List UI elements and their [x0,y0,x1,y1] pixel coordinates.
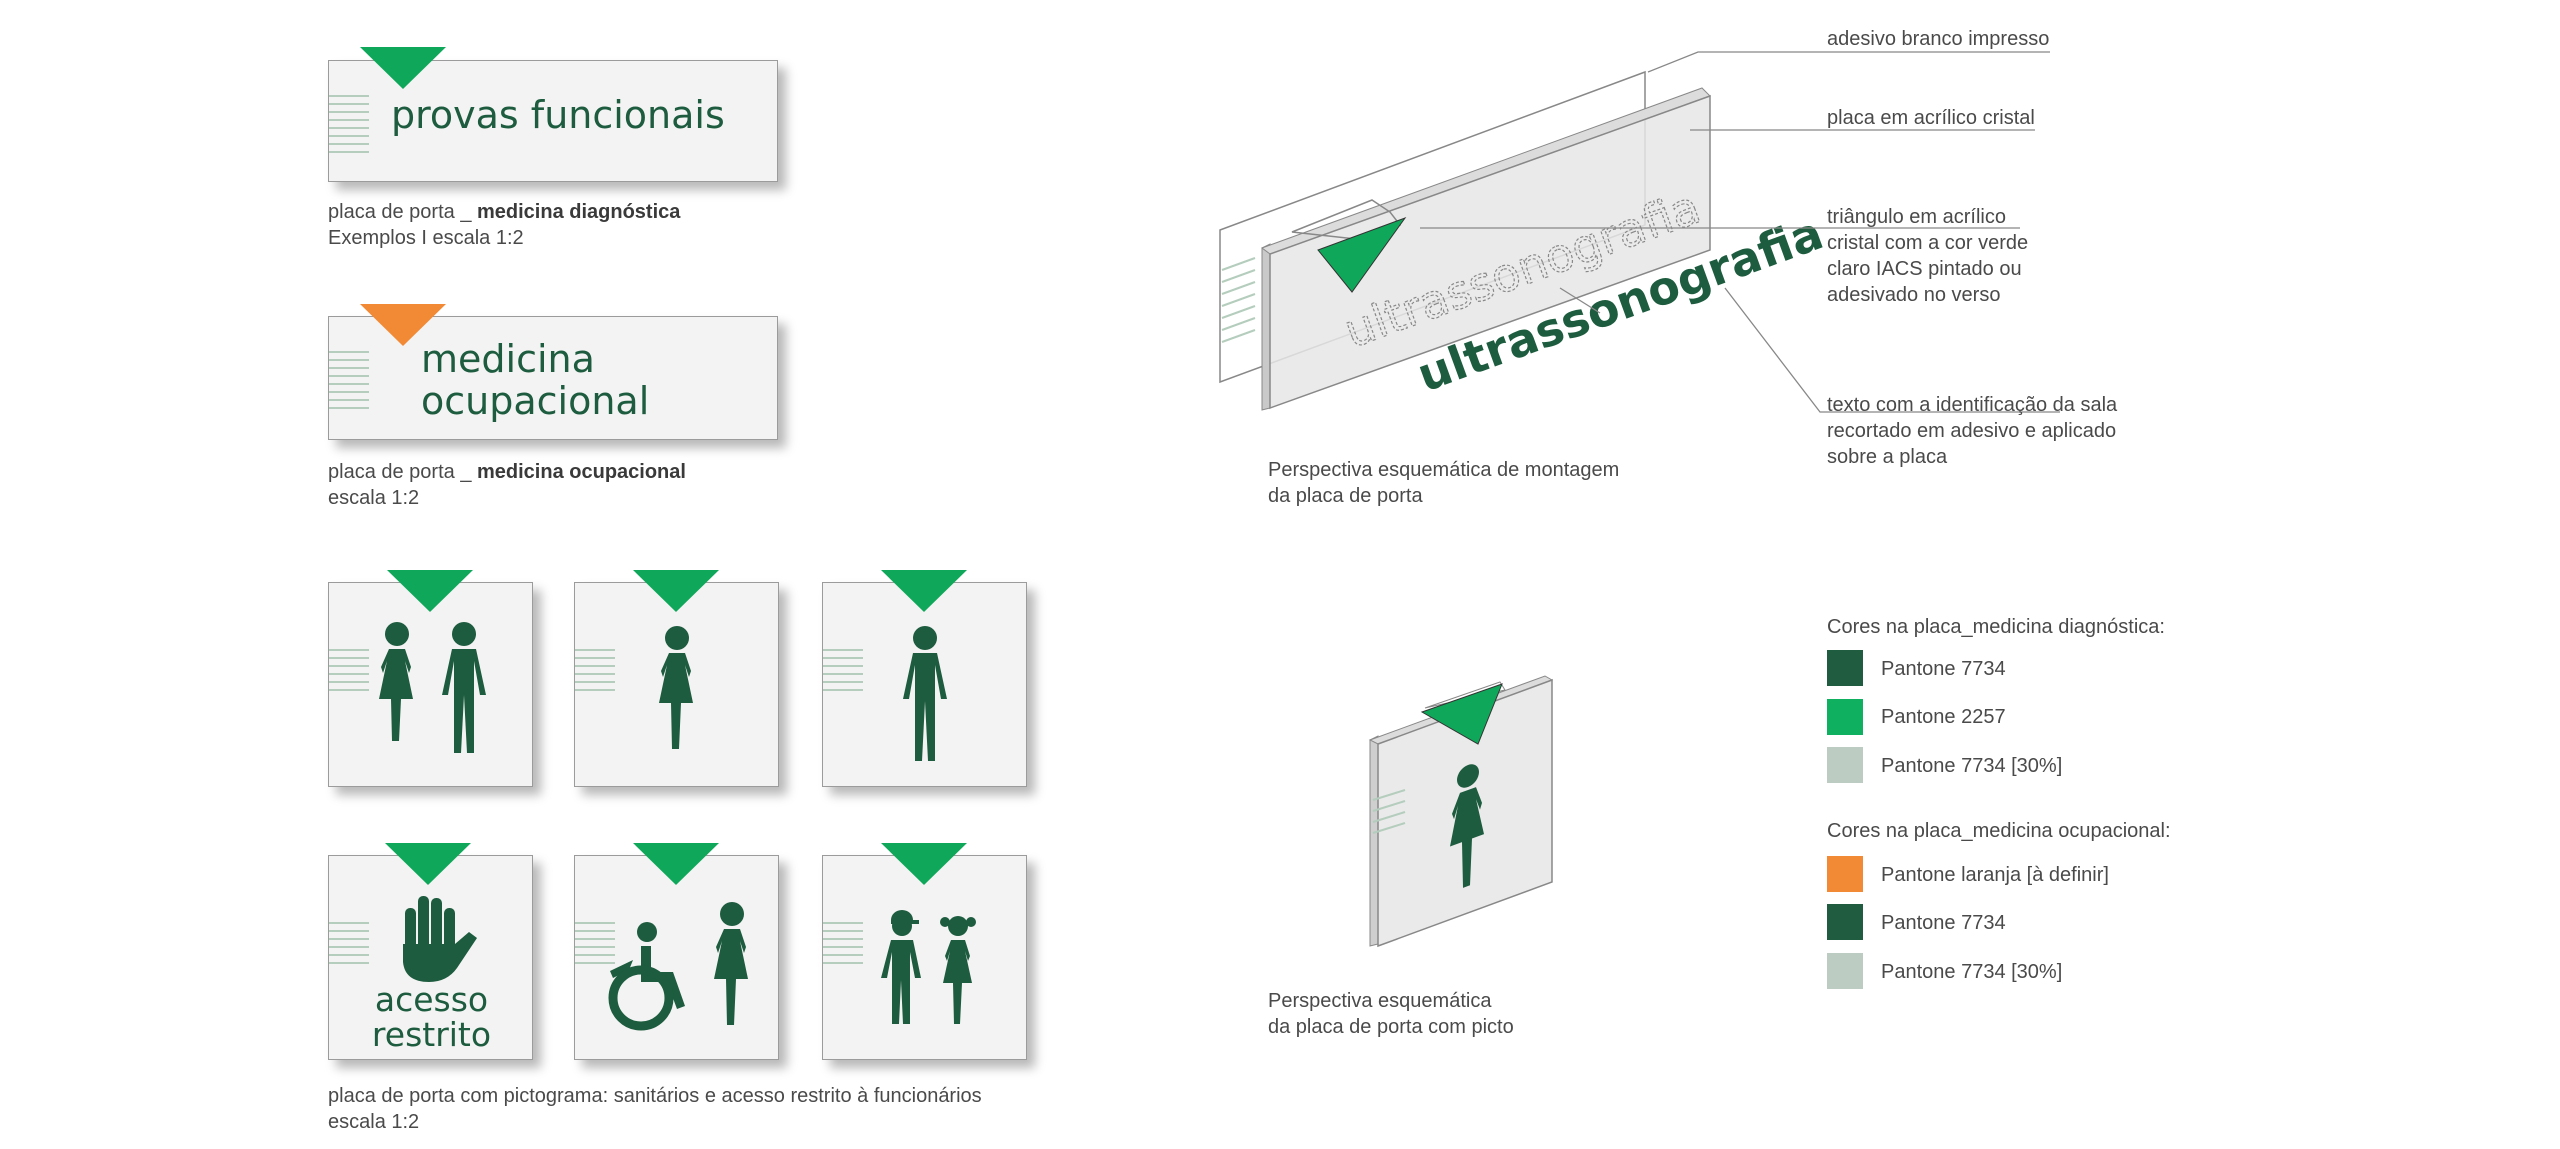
caption-medicina-diagnostica: placa de porta _ medicina diagnóstica Ex… [328,201,681,249]
plate-title-line1: acesso [374,980,489,1019]
swatch-label: Pantone laranja [à definir] [1881,864,2109,886]
swatch-ocup-1 [1827,856,1863,892]
plate-restroom-unisex [328,582,533,787]
plate-restroom-women [574,582,779,787]
green-triangle [360,47,446,89]
legend-title-ocupacional: Cores na placa_medicina ocupacional: [1827,820,2171,842]
tick-marks [329,351,369,415]
woman-icon [659,626,693,749]
woman-man-icon [379,622,486,753]
tick-marks [823,922,863,970]
caption-perspectiva-picto: Perspectiva esquemática da placa de port… [1268,990,1514,1038]
tick-marks [575,922,615,970]
caption-perspectiva-montagem: Perspectiva esquemática de montagem da p… [1268,459,1620,507]
plate-tick-marks [1221,257,1256,343]
man-icon [903,626,947,761]
small-plate-tick-marks [1372,789,1406,834]
caption-pictogramas: placa de porta com pictograma: sanitário… [328,1085,982,1133]
plate-accessible-restroom [574,855,779,1060]
tick-marks [575,649,615,697]
plate-acesso-restrito: acesso restrito [328,855,533,1060]
green-triangle [1317,216,1407,293]
plate-title-line1: medicina [421,337,595,381]
tick-marks [329,922,369,970]
green-triangle [881,843,967,885]
small-woman-icon [1450,764,1484,888]
annotation-triangulo: triângulo em acrílico cristal com a cor … [1827,206,2029,306]
swatch-diag-3 [1827,747,1863,783]
tick-marks [329,95,369,159]
annotation-adesivo: adesivo branco impresso [1827,28,2050,50]
acrylic-plate [1269,94,1711,410]
orange-triangle [360,304,446,346]
green-triangle [385,843,471,885]
hand-stop-icon [403,896,477,982]
leader-lines [1420,51,2060,413]
swatch-ocup-2 [1827,904,1863,940]
small-green-triangle [1420,683,1503,745]
swatch-label: Pantone 7734 [30%] [1881,961,2063,983]
tick-marks [329,649,369,697]
green-triangle [881,570,967,612]
acrylic-plate-edge [1261,243,1271,411]
annotation-texto: texto com a identificação da sala recort… [1827,394,2118,468]
boy-girl-icon [881,910,976,1024]
swatch-diag-1 [1827,650,1863,686]
green-triangle [633,570,719,612]
small-plate-edge [1369,735,1379,947]
legend-title-diagnostica: Cores na placa_medicina diagnóstica: [1827,616,2165,638]
green-triangle [633,843,719,885]
annotation-placa-acrilico: placa em acrílico cristal [1827,107,2035,129]
plate-title-line2: ocupacional [421,379,650,423]
green-triangle [387,570,473,612]
plate-title: provas funcionais [391,93,725,137]
swatch-diag-2 [1827,699,1863,735]
tick-marks [823,649,863,697]
caption-medicina-ocupacional: placa de porta _ medicina ocupacional es… [328,461,686,509]
wheelchair-woman-icon [608,902,748,1031]
swatch-label: Pantone 2257 [1881,706,2006,728]
swatch-label: Pantone 7734 [30%] [1881,755,2063,777]
swatch-label: Pantone 7734 [1881,912,2006,934]
swatch-label: Pantone 7734 [1881,658,2006,680]
swatch-ocup-3 [1827,953,1863,989]
plate-title-line2: restrito [371,1015,492,1054]
